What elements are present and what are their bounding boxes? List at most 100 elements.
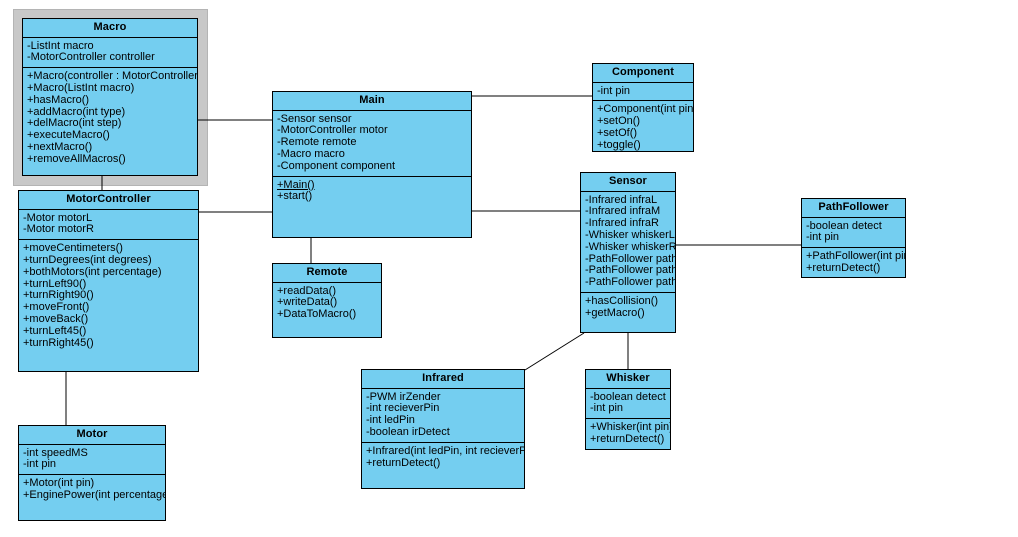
operation-row: +addMacro(int type) <box>27 105 126 118</box>
operation-row: +returnDetect() <box>366 456 441 469</box>
attribute-row: -MotorController motor <box>277 124 388 137</box>
uml-class-motorcontroller[interactable]: MotorController-Motor motorL-Motor motor… <box>18 190 199 372</box>
uml-class-component[interactable]: Component-int pin+Component(int pin)+set… <box>592 63 694 152</box>
operation-row: +getMacro() <box>585 306 645 319</box>
attribute-row: -PathFollower pathL <box>585 252 676 265</box>
operation-row: +toggle() <box>597 138 641 151</box>
operation-row: +moveBack() <box>23 312 89 325</box>
operation-row: +turnRight45() <box>23 336 94 349</box>
attribute-row: -Whisker whiskerR <box>585 240 676 253</box>
attribute-row: -int speedMS <box>23 446 88 459</box>
class-name-component: Component <box>593 64 693 83</box>
operation-row: +Macro(ListInt macro) <box>27 81 135 94</box>
class-name-pathfollower: PathFollower <box>802 199 905 218</box>
attributes-compartment-whisker: -boolean detect-int pin <box>586 389 670 420</box>
attribute-row: -int pin <box>590 402 624 415</box>
operation-row: +setOn() <box>597 115 641 128</box>
attribute-row: -PathFollower pathM <box>585 264 675 277</box>
class-name-infrared: Infrared <box>362 370 524 389</box>
operation-row: +returnDetect() <box>590 432 665 445</box>
operation-row: +readData() <box>277 284 337 297</box>
attribute-row: -PWM irZender <box>366 390 441 403</box>
attribute-row: -int pin <box>806 231 840 244</box>
class-name-sensor: Sensor <box>581 173 675 192</box>
attribute-row: -int recieverPin <box>366 402 440 415</box>
operations-compartment-main: +Main()+start() <box>273 177 471 207</box>
attributes-compartment-component: -int pin <box>593 83 693 102</box>
attributes-compartment-main: -Sensor sensor-MotorController motor-Rem… <box>273 111 471 177</box>
operations-compartment-macro: +Macro(controller : MotorController)+Mac… <box>23 68 197 168</box>
attribute-row: -MotorController controller <box>27 51 155 64</box>
operation-row: +moveCentimeters() <box>23 242 123 255</box>
attribute-row: -Infrared infraL <box>585 193 658 206</box>
attribute-row: -Sensor sensor <box>277 112 352 125</box>
operation-row: +executeMacro() <box>27 129 110 142</box>
uml-class-motor[interactable]: Motor-int speedMS-int pin+Motor(int pin)… <box>18 425 166 521</box>
operation-row: +turnRight90() <box>23 289 94 302</box>
attribute-row: -Infrared infraM <box>585 205 661 218</box>
attribute-row: -PathFollower pathR <box>585 276 676 289</box>
operation-row: +Whisker(int pin) <box>590 421 671 434</box>
operations-compartment-motor: +Motor(int pin)+EnginePower(int percenta… <box>19 475 165 505</box>
attribute-row: -Motor motorR <box>23 223 94 236</box>
operation-row: +Motor(int pin) <box>23 477 95 490</box>
operation-row: +Infrared(int ledPin, int recieverPin) <box>366 444 525 457</box>
attributes-compartment-macro: -ListInt macro-MotorController controlle… <box>23 38 197 69</box>
attribute-row: -int pin <box>597 84 631 97</box>
attributes-compartment-infrared: -PWM irZender-int recieverPin-int ledPin… <box>362 389 524 443</box>
operation-row: +Main() <box>277 178 315 191</box>
attribute-row: -Remote remote <box>277 136 357 149</box>
class-name-main: Main <box>273 92 471 111</box>
operation-row: +delMacro(int step) <box>27 117 122 130</box>
operation-row: +turnDegrees(int degrees) <box>23 253 152 266</box>
operations-compartment-motorcontroller: +moveCentimeters()+turnDegrees(int degre… <box>19 240 198 352</box>
attributes-compartment-sensor: -Infrared infraL-Infrared infraM-Infrare… <box>581 192 675 293</box>
operation-row: +moveFront() <box>23 301 90 314</box>
uml-class-remote[interactable]: Remote+readData()+writeData()+DataToMacr… <box>272 263 382 338</box>
attributes-compartment-motorcontroller: -Motor motorL-Motor motorR <box>19 210 198 241</box>
attribute-row: -boolean irDetect <box>366 425 450 438</box>
attribute-row: -int pin <box>23 458 57 471</box>
operation-row: +setOf() <box>597 126 638 139</box>
attribute-row: -Macro macro <box>277 147 345 160</box>
attribute-row: -Whisker whiskerL <box>585 228 675 241</box>
class-name-whisker: Whisker <box>586 370 670 389</box>
attribute-row: -Component component <box>277 159 396 172</box>
operations-compartment-sensor: +hasCollision()+getMacro() <box>581 293 675 323</box>
operation-row: +nextMacro() <box>27 140 93 153</box>
attribute-row: -int ledPin <box>366 414 415 427</box>
class-name-motor: Motor <box>19 426 165 445</box>
operation-row: +returnDetect() <box>806 261 881 274</box>
attribute-row: -Infrared infraR <box>585 217 659 230</box>
operation-row: +start() <box>277 190 313 203</box>
operations-compartment-whisker: +Whisker(int pin)+returnDetect() <box>586 419 670 449</box>
operation-row: +hasCollision() <box>585 294 659 307</box>
operation-row: +turnLeft90() <box>23 277 87 290</box>
attribute-row: -Motor motorL <box>23 211 93 224</box>
operations-compartment-remote: +readData()+writeData()+DataToMacro() <box>273 283 381 324</box>
operation-row: +Component(int pin) <box>597 103 694 116</box>
operation-row: +turnLeft45() <box>23 324 87 337</box>
uml-class-pathfollower[interactable]: PathFollower-boolean detect-int pin +Path… <box>801 198 906 278</box>
class-name-remote: Remote <box>273 264 381 283</box>
attribute-row: -boolean detect <box>590 390 666 403</box>
attributes-compartment-motor: -int speedMS-int pin <box>19 445 165 476</box>
uml-class-infrared[interactable]: Infrared-PWM irZender-int recieverPin-in… <box>361 369 525 489</box>
uml-class-main[interactable]: Main-Sensor sensor-MotorController motor… <box>272 91 472 238</box>
operation-row: +PathFollower(int pin) <box>806 250 906 263</box>
connector-sensor-infrared[interactable] <box>524 332 585 371</box>
operations-compartment-component: +Component(int pin)+setOn()+setOf()+togg… <box>593 101 694 151</box>
operation-row: +Macro(controller : MotorController) <box>27 70 198 83</box>
attribute-row: -ListInt macro <box>27 39 94 52</box>
operation-row: +DataToMacro() <box>277 308 357 321</box>
operation-row: +writeData() <box>277 296 338 309</box>
operation-row: +removeAllMacros() <box>27 152 126 165</box>
class-name-macro: Macro <box>23 19 197 38</box>
uml-class-whisker[interactable]: Whisker-boolean detect-int pin+Whisker(i… <box>585 369 671 450</box>
attribute-row: -boolean detect <box>806 219 882 232</box>
operation-row: +EnginePower(int percentage) <box>23 488 166 501</box>
uml-class-sensor[interactable]: Sensor-Infrared infraL-Infrared infraM-I… <box>580 172 676 333</box>
uml-class-macro[interactable]: Macro-ListInt macro-MotorController cont… <box>22 18 198 176</box>
operations-compartment-infrared: +Infrared(int ledPin, int recieverPin)+r… <box>362 443 524 473</box>
